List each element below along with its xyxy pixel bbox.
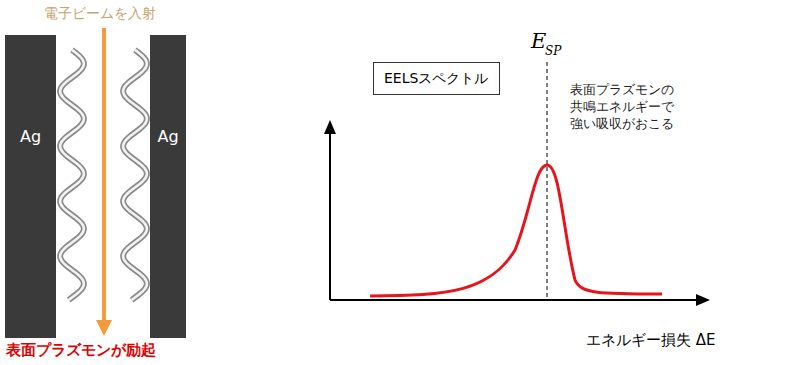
title-box: EELSスペクトル [373, 62, 500, 95]
silver-wall: Ag [5, 35, 56, 338]
label: 表面プラズモンが励起 [6, 341, 156, 361]
eels-peak-curve [370, 165, 662, 296]
label: エネルギー損失 ΔE [586, 331, 716, 351]
wave-outline [123, 50, 147, 300]
silver-wall: Ag [150, 35, 186, 338]
surface-plasmon-waves [60, 50, 147, 300]
label: E [531, 28, 546, 55]
spectrum-axes [324, 120, 710, 306]
wave-outline [60, 50, 84, 300]
node-text: Ag [150, 127, 186, 148]
label: SP [545, 44, 561, 60]
node-text: Ag [5, 127, 56, 148]
label: 表面プラズモンの 共鳴エネルギーで 強い吸収がおこる [570, 82, 690, 133]
label: 電子ビームを入射 [44, 4, 156, 22]
wave-core [60, 50, 84, 300]
node-text: EELSスペクトル [384, 69, 489, 87]
resonance-marker [547, 62, 548, 300]
wave-core [123, 50, 147, 300]
electron-beam-arrow [96, 28, 112, 336]
